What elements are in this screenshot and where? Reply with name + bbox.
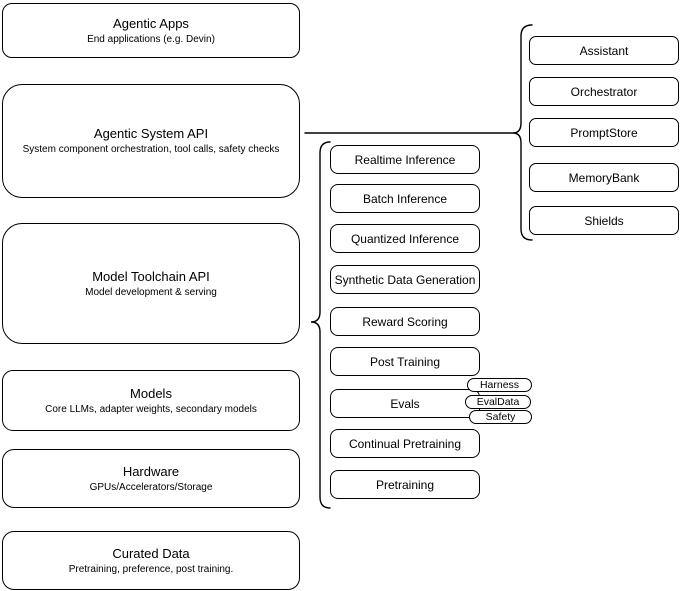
- toolchain-item-label: Post Training: [369, 354, 441, 369]
- box-title: Agentic Apps: [113, 15, 189, 31]
- component-label: PromptStore: [570, 125, 638, 140]
- component-shields: Shields: [529, 206, 679, 235]
- toolchain-item-post-training: Post Training: [330, 347, 480, 376]
- component-orchestrator: Orchestrator: [529, 77, 679, 106]
- toolchain-item-label: Pretraining: [375, 477, 435, 492]
- box-models: Models Core LLMs, adapter weights, secon…: [2, 370, 300, 431]
- box-subtitle: Core LLMs, adapter weights, secondary mo…: [45, 403, 257, 415]
- component-memorybank: MemoryBank: [529, 163, 679, 192]
- box-curated-data: Curated Data Pretraining, preference, po…: [2, 531, 300, 590]
- toolchain-item-realtime-inference: Realtime Inference: [330, 145, 480, 174]
- box-subtitle: GPUs/Accelerators/Storage: [89, 481, 213, 493]
- box-agentic-system-api: Agentic System API System component orch…: [2, 84, 300, 198]
- eval-tag-label: Safety: [485, 411, 516, 423]
- toolchain-item-label: Synthetic Data Generation: [334, 272, 476, 287]
- box-model-toolchain-api: Model Toolchain API Model development & …: [2, 223, 300, 344]
- eval-tag-label: EvalData: [476, 396, 520, 408]
- toolchain-item-synthetic-data-generation: Synthetic Data Generation: [330, 265, 480, 294]
- box-subtitle: End applications (e.g. Devin): [87, 33, 215, 45]
- box-title: Models: [130, 385, 172, 401]
- eval-tag-safety: Safety: [469, 410, 532, 424]
- toolchain-item-label: Continual Pretraining: [348, 436, 462, 451]
- eval-tag-harness: Harness: [467, 378, 532, 392]
- box-agentic-apps: Agentic Apps End applications (e.g. Devi…: [2, 3, 300, 58]
- toolchain-item-batch-inference: Batch Inference: [330, 184, 480, 213]
- toolchain-item-evals: Evals: [330, 389, 480, 418]
- toolchain-item-continual-pretraining: Continual Pretraining: [330, 429, 480, 458]
- component-label: Shields: [584, 213, 624, 228]
- eval-tag-label: Harness: [479, 379, 520, 391]
- box-title: Agentic System API: [93, 126, 209, 141]
- box-subtitle: System component orchestration, tool cal…: [22, 144, 280, 155]
- box-title: Curated Data: [112, 545, 190, 561]
- toolchain-item-label: Evals: [390, 396, 420, 411]
- component-label: Orchestrator: [570, 84, 638, 99]
- box-subtitle: Model development & serving: [85, 286, 217, 298]
- toolchain-item-quantized-inference: Quantized Inference: [330, 224, 480, 253]
- box-subtitle: Pretraining, preference, post training.: [68, 563, 234, 575]
- component-assistant: Assistant: [529, 36, 679, 65]
- brace-toolchain-items: [310, 141, 331, 509]
- toolchain-item-pretraining: Pretraining: [330, 470, 480, 499]
- component-label: MemoryBank: [568, 170, 640, 185]
- component-label: Assistant: [579, 43, 629, 58]
- box-hardware: Hardware GPUs/Accelerators/Storage: [2, 449, 300, 508]
- toolchain-item-label: Quantized Inference: [350, 231, 460, 246]
- toolchain-item-label: Reward Scoring: [362, 314, 448, 329]
- eval-tag-evaldata: EvalData: [465, 395, 531, 409]
- toolchain-item-label: Realtime Inference: [354, 152, 456, 167]
- toolchain-item-label: Batch Inference: [362, 191, 448, 206]
- toolchain-item-reward-scoring: Reward Scoring: [330, 307, 480, 336]
- box-title: Model Toolchain API: [92, 268, 210, 284]
- box-title: Hardware: [122, 463, 180, 479]
- component-promptstore: PromptStore: [529, 118, 679, 147]
